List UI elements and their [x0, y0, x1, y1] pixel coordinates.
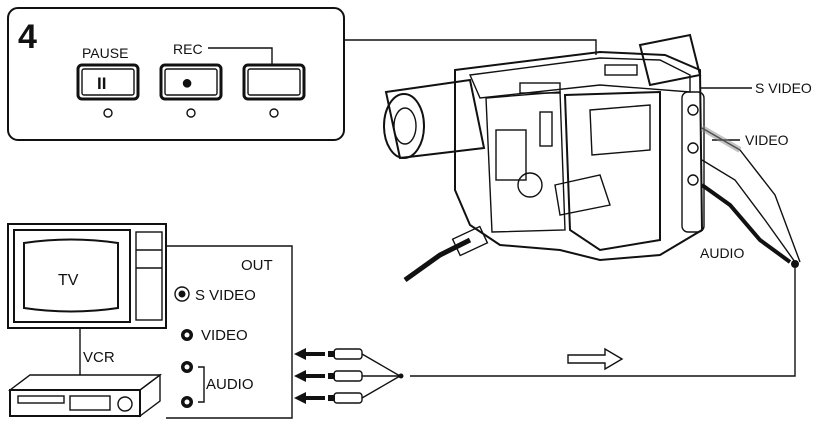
- video-plug-row: [294, 348, 401, 377]
- inset-frame: [7, 7, 345, 141]
- s-video-jack-icon[interactable]: [174, 286, 190, 302]
- companion-rec-button[interactable]: [242, 63, 306, 101]
- cassette-compartment: [485, 91, 566, 233]
- lens-front: [383, 93, 425, 159]
- vcr-side: [139, 373, 161, 418]
- panel-audio-label: AUDIO: [206, 376, 254, 393]
- lens-glass: [393, 107, 417, 145]
- strap-pad: [589, 104, 651, 156]
- pause-button[interactable]: [76, 63, 140, 101]
- rec-indicator-lamp: [186, 108, 196, 118]
- pause-icon: II: [97, 74, 106, 93]
- tv-screen: [23, 238, 119, 313]
- camcorder-body: [454, 50, 704, 262]
- tv-set: [7, 223, 167, 329]
- jack-panel-frame: [166, 245, 293, 419]
- cassette-window: [495, 129, 527, 181]
- vcr-label: VCR: [83, 349, 115, 366]
- tv-bezel: [13, 229, 131, 323]
- inset-leader-line: [344, 39, 597, 55]
- vcr-cassette-slot[interactable]: [17, 395, 65, 404]
- tv-control-strip: [135, 231, 163, 321]
- viewfinder: [638, 33, 702, 87]
- av-cable: [410, 125, 801, 377]
- audio-red-plug-row: [294, 375, 401, 404]
- audio-red-plug: [333, 392, 363, 404]
- rec-label: REC: [173, 41, 203, 57]
- arrow-left-icon-3: [294, 392, 306, 404]
- lens-barrel: [384, 78, 486, 160]
- audio-right-jack-icon[interactable]: [181, 396, 193, 408]
- cable-junction: [398, 373, 404, 379]
- audio-bracket: [198, 366, 205, 403]
- strap-buckle: [554, 174, 611, 216]
- audio-white-plug-row: [294, 370, 400, 382]
- tv-cabinet: [7, 223, 167, 329]
- camcorder-s-video-label: S VIDEO: [755, 80, 812, 96]
- video-plug: [333, 348, 363, 360]
- vcr-deck: [7, 373, 163, 418]
- jack-panel: OUT S VIDEO VIDEO AUDIO: [166, 245, 293, 419]
- outline-arrow-right-icon: [567, 347, 624, 371]
- side-dial[interactable]: [517, 172, 543, 198]
- audio-left-jack-icon[interactable]: [181, 361, 193, 373]
- video-jack-icon[interactable]: [181, 329, 193, 341]
- rec-button[interactable]: [159, 63, 223, 101]
- audio-white-plug: [333, 370, 363, 382]
- top-switch[interactable]: [604, 64, 638, 76]
- camcorder-audio-label: AUDIO: [700, 245, 744, 261]
- vcr-knob[interactable]: [117, 396, 133, 412]
- power-cord: [403, 237, 472, 283]
- step-number: 4: [18, 18, 37, 56]
- side-switch[interactable]: [539, 111, 553, 147]
- companion-indicator-lamp: [269, 108, 279, 118]
- rec-bracket-line: [208, 47, 273, 64]
- camcorder-video-jack[interactable]: [687, 142, 699, 154]
- panel-out-label: OUT: [241, 257, 273, 274]
- camcorder-top-deck: [468, 57, 691, 99]
- step-inset-panel: 4 PAUSE II REC ●: [7, 7, 345, 141]
- arrow-left-icon: [294, 348, 306, 360]
- arrow-left-icon-2: [294, 370, 306, 382]
- camcorder-s-video-jack[interactable]: [687, 104, 699, 116]
- tv-label: TV: [58, 272, 79, 289]
- cable-trunk: [410, 268, 796, 377]
- camcorder-audio-jack[interactable]: [687, 174, 699, 186]
- record-dot-icon: ●: [181, 72, 193, 94]
- vcr-top: [7, 374, 163, 391]
- panel-s-video-label: S VIDEO: [195, 287, 256, 304]
- vcr-display: [69, 395, 111, 411]
- pause-label: PAUSE: [82, 45, 128, 61]
- panel-video-label: VIDEO: [201, 327, 248, 344]
- camcorder-illustration: [383, 33, 705, 283]
- grip-strap: [563, 90, 661, 252]
- pause-indicator-lamp: [103, 108, 113, 118]
- camcorder-video-label: VIDEO: [745, 132, 789, 148]
- power-plug: [451, 225, 489, 257]
